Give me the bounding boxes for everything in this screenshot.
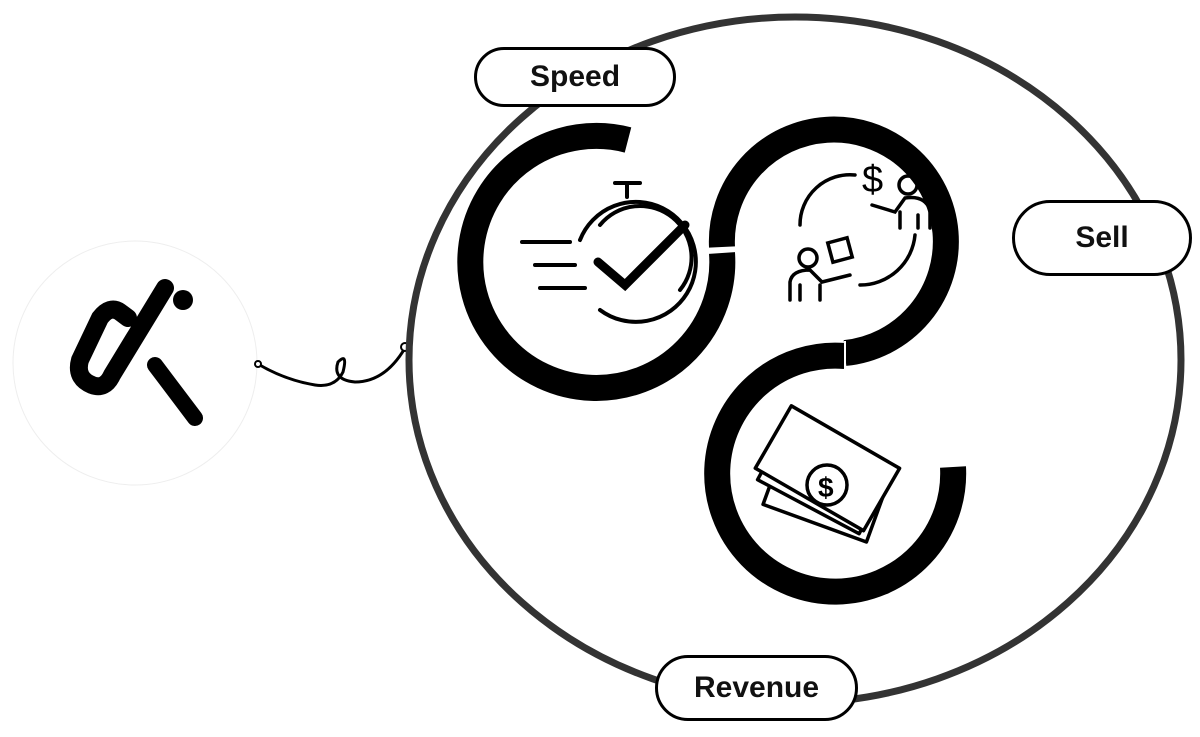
connector-line xyxy=(257,347,407,387)
sell-exchange-icon: $ xyxy=(788,159,932,302)
svg-text:$: $ xyxy=(862,159,883,201)
svg-text:$: $ xyxy=(818,472,834,503)
label-speed: Speed xyxy=(474,47,676,107)
label-sell: Sell xyxy=(1012,200,1192,276)
logo-badge xyxy=(12,240,258,486)
stopwatch-check-icon xyxy=(520,181,698,324)
money-bills-icon: $ xyxy=(753,404,902,544)
label-revenue: Revenue xyxy=(655,655,858,721)
flow-path xyxy=(457,116,967,605)
logo-icon xyxy=(69,279,203,426)
